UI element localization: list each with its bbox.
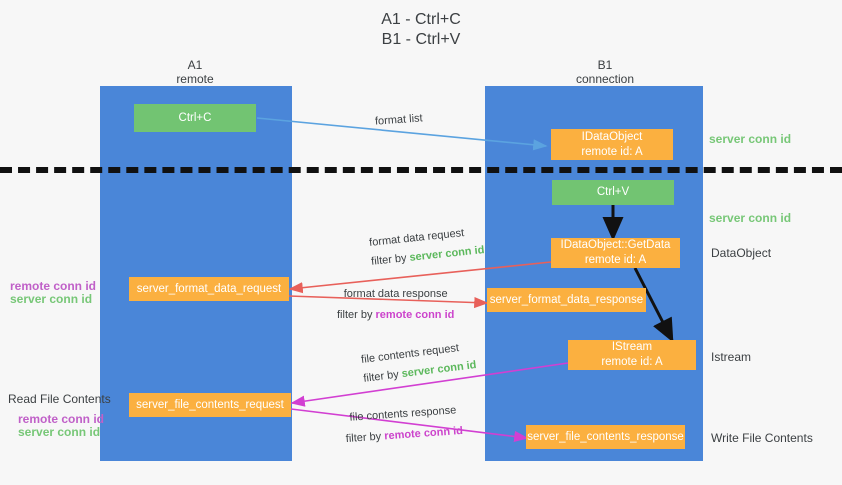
arrow-label-format-data-response-text: format data response (343, 288, 448, 300)
arrow-label-file-contents-request: file contents request filter by server c… (360, 337, 478, 389)
left-label-remote-conn-id-1: remote conn id (10, 279, 97, 293)
left-label-remote-conn-id-2: remote conn id (18, 412, 105, 426)
box-server-file-contents-response-label: server_file_contents_response (527, 430, 684, 443)
box-getdata-sub: remote id: A (584, 254, 647, 266)
arrow-label-file-contents-response: file contents response filter by remote … (344, 400, 464, 451)
arrow-label-format-data-response: format data response filter by remote co… (337, 284, 454, 326)
arrow-label-format-data-response-token: remote conn id (375, 308, 455, 321)
column-header-b1-name: B1 (597, 58, 613, 72)
box-getdata-label: IDataObject::GetData (560, 239, 671, 252)
box-ctrl-v[interactable]: Ctrl+V (552, 180, 674, 205)
right-label-server-conn-id-2: server conn id (709, 211, 792, 225)
box-ctrl-c[interactable]: Ctrl+C (134, 104, 256, 132)
column-header-a1-name: A1 (187, 58, 203, 72)
box-idataobject[interactable]: IDataObject remote id: A (551, 129, 673, 160)
diagram-title-line2: B1 - Ctrl+V (381, 31, 461, 48)
box-istream-sub: remote id: A (601, 356, 663, 368)
arrow-label-format-list-text: format list (374, 112, 424, 128)
box-server-format-data-response-label: server_format_data_response (489, 293, 644, 306)
arrow-label-file-contents-response-token: remote conn id (383, 425, 464, 443)
box-server-file-contents-request-label: server_file_contents_request (136, 398, 284, 411)
arrow-label-format-data-request: format data request filter by server con… (368, 222, 485, 272)
box-istream[interactable]: IStream remote id: A (568, 340, 696, 370)
phase-divider (0, 167, 842, 173)
box-idataobject-label: IDataObject (581, 130, 643, 143)
box-server-file-contents-response[interactable]: server_file_contents_response (526, 425, 685, 449)
arrow-label-format-data-response-prefix: filter by (337, 308, 376, 321)
right-label-write-file-contents: Write File Contents (711, 431, 813, 445)
box-server-file-contents-request[interactable]: server_file_contents_request (129, 393, 291, 417)
arrow-label-format-data-request-prefix: filter by (370, 252, 411, 269)
box-ctrl-c-label: Ctrl+C (178, 111, 212, 124)
arrow-label-file-contents-response-prefix: filter by (345, 430, 385, 446)
right-label-dataobject: DataObject (711, 246, 772, 260)
column-header-b1-sub: connection (575, 72, 635, 86)
box-getdata[interactable]: IDataObject::GetData remote id: A (551, 238, 680, 268)
right-label-istream: Istream (711, 350, 752, 364)
left-label-server-conn-id-2: server conn id (18, 425, 101, 439)
box-istream-label: IStream (611, 341, 653, 354)
box-idataobject-sub: remote id: A (581, 145, 643, 158)
box-server-format-data-response[interactable]: server_format_data_response (487, 288, 646, 312)
box-server-format-data-request-label: server_format_data_request (136, 282, 282, 295)
diagram-title-line1: A1 - Ctrl+C (381, 11, 461, 28)
arrow-label-format-data-request-token: server conn id (408, 244, 485, 265)
right-label-server-conn-id-1: server conn id (709, 132, 792, 146)
box-server-format-data-request[interactable]: server_format_data_request (129, 277, 289, 301)
left-label-read-file-contents: Read File Contents (8, 392, 111, 406)
arrow-label-file-contents-request-prefix: filter by (362, 368, 403, 386)
arrow-label-format-list: format list (374, 108, 423, 132)
left-label-server-conn-id-1: server conn id (10, 292, 93, 306)
box-ctrl-v-label: Ctrl+V (596, 186, 630, 199)
column-header-a1-sub: remote (176, 72, 214, 86)
